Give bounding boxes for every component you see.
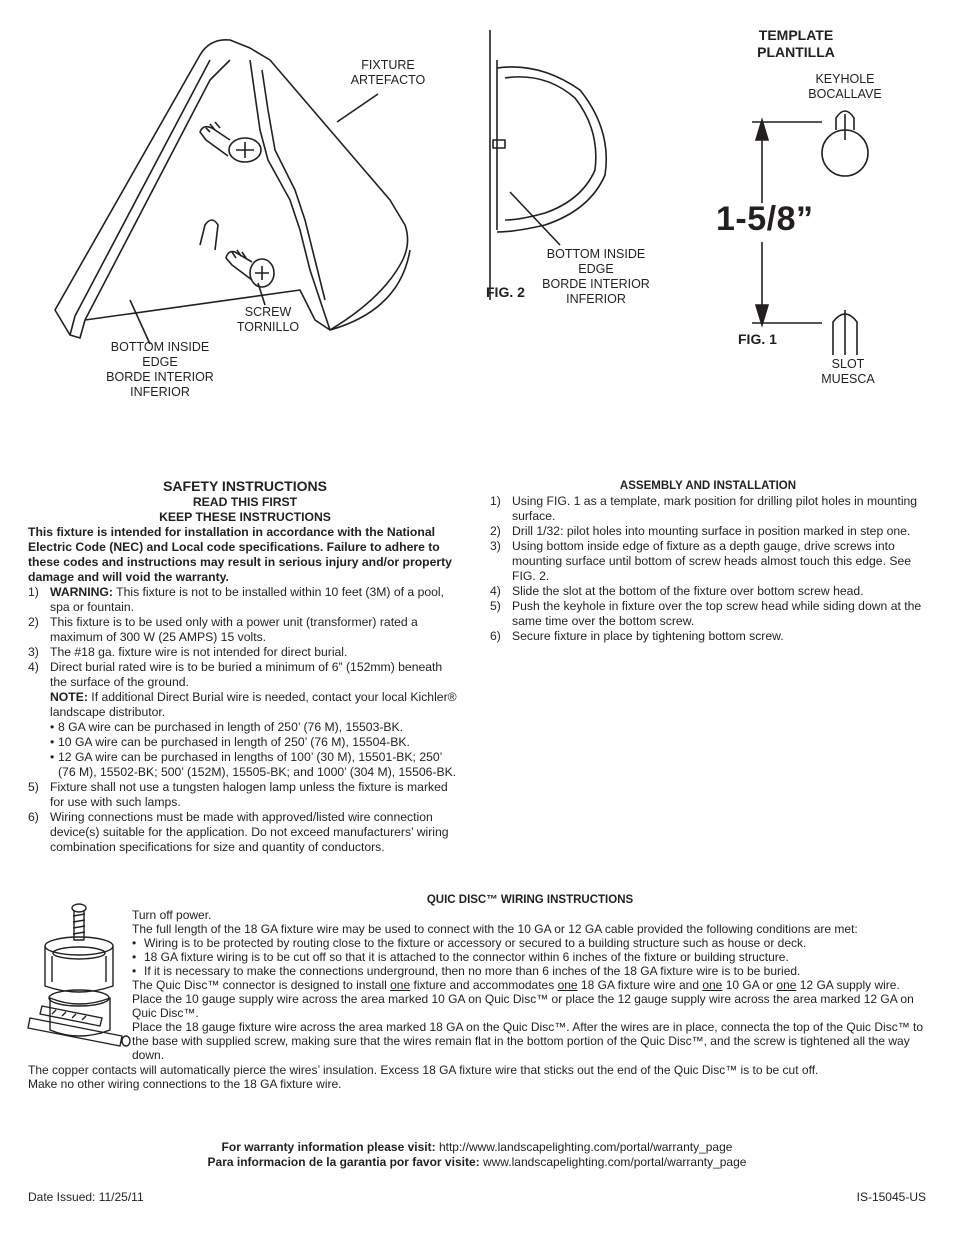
safety-item-4: 4)Direct burial rated wire is to be buri… xyxy=(28,660,443,689)
safety-item-2: 2)This fixture is to be used only with a… xyxy=(28,615,418,644)
assembly-item-4: 4)Slide the slot at the bottom of the fi… xyxy=(490,584,864,598)
safety-note: NOTE: If additional Direct Burial wire i… xyxy=(50,690,457,719)
safety-item-6: 6)Wiring connections must be made with a… xyxy=(28,810,449,854)
quic-closing: The copper contacts will automatically p… xyxy=(28,1063,928,1091)
fig2-label: FIG. 2 xyxy=(486,284,525,300)
safety-subtitle-1: READ THIS FIRST xyxy=(192,495,298,509)
quic-paragraph-3: The copper contacts will automatically p… xyxy=(28,1063,819,1077)
safety-title: SAFETY INSTRUCTIONS xyxy=(163,478,327,494)
warranty-es: Para informacion de la garantia por favo… xyxy=(207,1155,747,1169)
safety-item-3: 3)The #18 ga. fixture wire is not intend… xyxy=(28,645,348,659)
quic-paragraph-2: Place the 18 gauge fixture wire across t… xyxy=(132,1020,924,1062)
warranty-link-en[interactable]: http://www.landscapelighting.com/portal/… xyxy=(438,1140,733,1154)
assembly-item-6: 6)Secure fixture in place by tightening … xyxy=(490,629,784,643)
fig1-label: FIG. 1 xyxy=(738,331,777,347)
assembly-title: ASSEMBLY AND INSTALLATION xyxy=(619,480,797,492)
warranty-en: For warranty information please visit: h… xyxy=(221,1140,733,1154)
safety-subtitle-2: KEEP THESE INSTRUCTIONS xyxy=(159,510,331,524)
document-id: IS-15045-US xyxy=(856,1190,926,1204)
safety-bullet-3: •12 GA wire can be purchased in lengths … xyxy=(50,750,457,779)
assembly-item-5: 5)Push the keyhole in fixture over the t… xyxy=(490,599,922,628)
safety-item-5: 5)Fixture shall not use a tungsten halog… xyxy=(28,780,448,809)
dimension-label: 1-5/8” xyxy=(716,200,814,238)
quic-disc-illustration xyxy=(27,903,131,1047)
assembly-section: ASSEMBLY AND INSTALLATION 1)Using FIG. 1… xyxy=(490,479,926,644)
warranty-link-es[interactable]: www.landscapelighting.com/portal/warrant… xyxy=(482,1155,747,1169)
quic-bullet-2: •18 GA fixture wiring is to be cut off s… xyxy=(132,950,789,964)
quic-bullet-1: •Wiring is to be protected by routing cl… xyxy=(132,936,807,950)
safety-item-1: 1) WARNING: This fixture is not to be in… xyxy=(28,585,445,614)
quic-line-2: The full length of the 18 GA fixture wir… xyxy=(132,922,858,936)
quic-bullet-3: •If it is necessary to make the connecti… xyxy=(132,964,801,978)
quic-line-1: Turn off power. xyxy=(132,908,212,922)
assembly-item-2: 2)Drill 1/32: pilot holes into mounting … xyxy=(490,524,911,538)
safety-intro: This fixture is intended for installatio… xyxy=(28,525,452,584)
assembly-item-1: 1)Using FIG. 1 as a template, mark posit… xyxy=(490,494,918,523)
safety-bullet-1: • 8 GA wire can be purchased in length o… xyxy=(50,720,404,734)
quic-instructions: Turn off power. The full length of the 1… xyxy=(132,908,928,1062)
safety-bullet-2: •10 GA wire can be purchased in length o… xyxy=(50,735,410,749)
assembly-item-3: 3)Using bottom inside edge of fixture as… xyxy=(490,539,912,583)
quic-title: QUIC DISC™ WIRING INSTRUCTIONS xyxy=(426,894,634,906)
quic-paragraph-1: The Quic Disc™ connector is designed to … xyxy=(132,978,914,1020)
fixture-diagram xyxy=(54,30,869,355)
safety-section: SAFETY INSTRUCTIONS READ THIS FIRST KEEP… xyxy=(28,478,462,855)
quic-paragraph-4: Make no other wiring connections to the … xyxy=(28,1077,342,1091)
warranty-info: For warranty information please visit: h… xyxy=(0,1140,954,1170)
date-issued: Date Issued: 11/25/11 xyxy=(28,1190,144,1204)
